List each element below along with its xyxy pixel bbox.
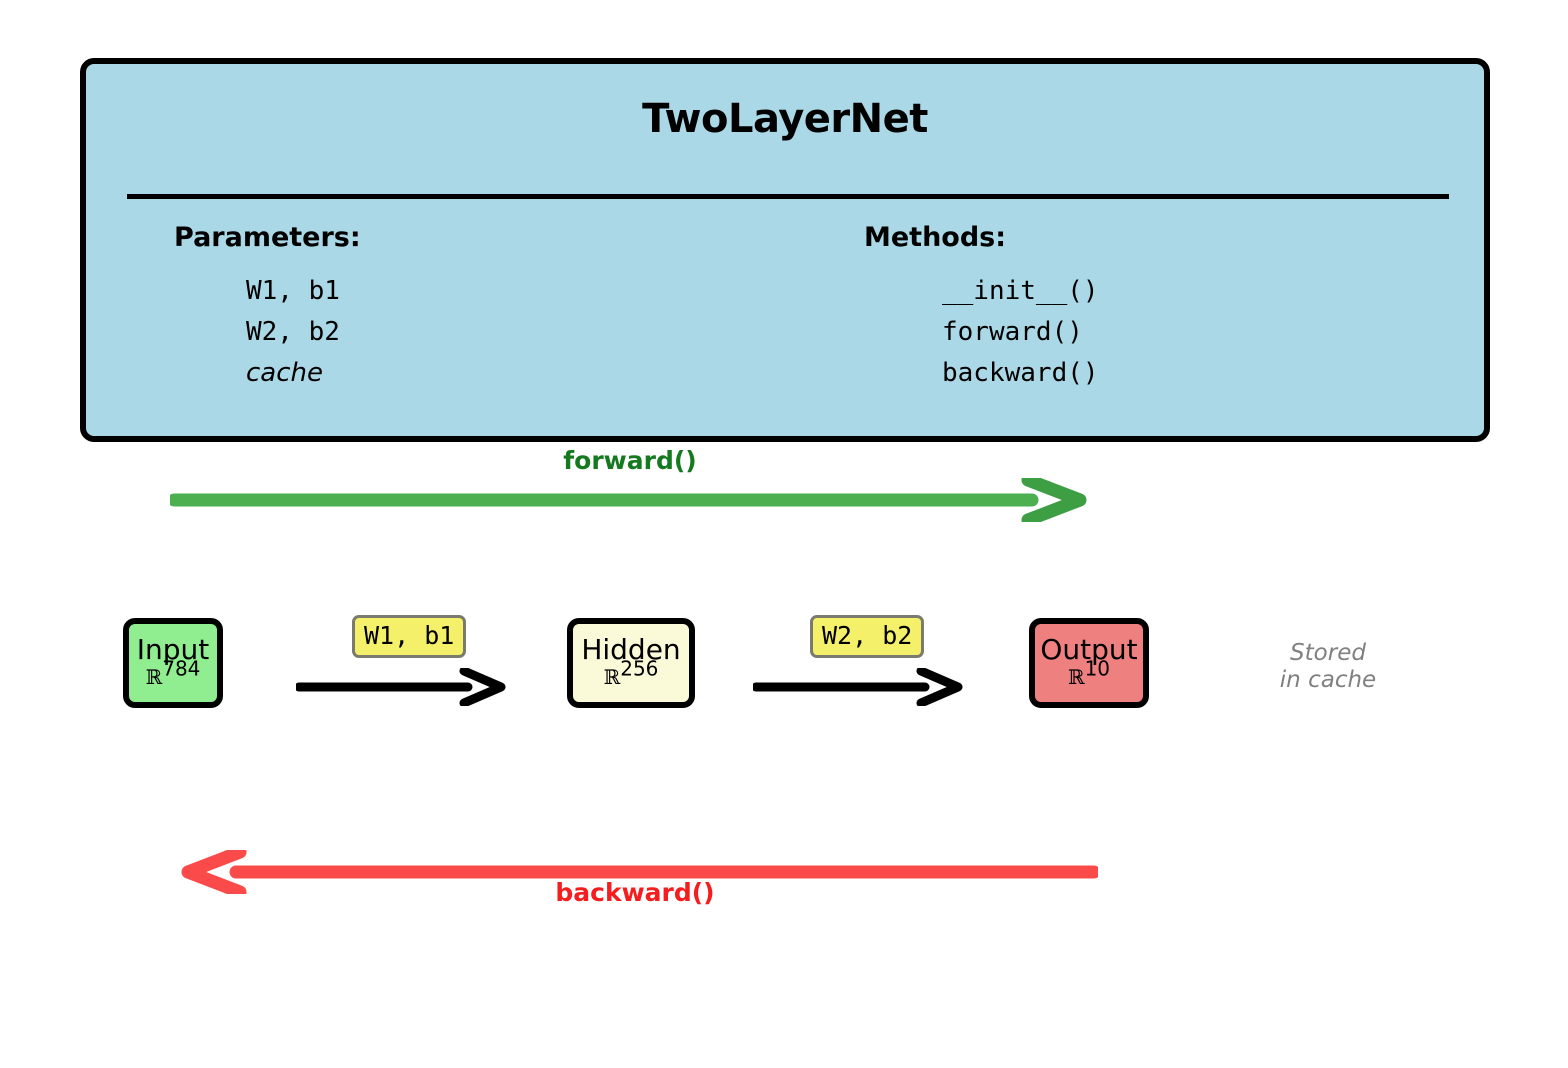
node-output-dim-value: 10 (1084, 657, 1111, 682)
forward-arrow-icon (170, 478, 1087, 522)
node-output[interactable]: Output ℝ10 (1029, 618, 1149, 708)
node-hidden-dim-value: 256 (620, 657, 659, 682)
cache-note-line1: Stored (1290, 640, 1366, 666)
cache-note: Stored in cache (1268, 640, 1388, 694)
parameter-item: cache (246, 358, 323, 389)
node-input-dimension: ℝ784 (145, 659, 201, 690)
parameter-item: W1, b1 (246, 276, 340, 306)
weight-badge-w1[interactable]: W1, b1 (352, 615, 467, 658)
methods-list: __init__() forward() backward() (864, 271, 1099, 394)
forward-flow-label: forward() (563, 446, 697, 475)
node-hidden[interactable]: Hidden ℝ256 (567, 618, 695, 708)
parameters-section: Parameters: W1, b1 W2, b2 cache (174, 222, 361, 394)
class-box: TwoLayerNet Parameters: W1, b1 W2, b2 ca… (80, 58, 1490, 442)
node-output-label: Output (1040, 633, 1138, 667)
methods-section: Methods: __init__() forward() backward() (864, 222, 1099, 394)
method-item: __init__() (942, 276, 1099, 306)
method-item: forward() (942, 317, 1083, 348)
parameters-list: W1, b1 W2, b2 cache (174, 271, 361, 394)
node-hidden-dimension: ℝ256 (603, 659, 659, 690)
node-input[interactable]: Input ℝ784 (123, 618, 223, 708)
class-divider (127, 194, 1449, 199)
connector-arrow-input-to-hidden (296, 668, 506, 706)
real-set-symbol: ℝ (603, 665, 621, 690)
class-title: TwoLayerNet (642, 96, 928, 142)
real-set-symbol: ℝ (145, 665, 163, 690)
node-output-dimension: ℝ10 (1067, 659, 1110, 690)
weight-badge-w2[interactable]: W2, b2 (810, 615, 925, 658)
parameters-heading: Parameters: (174, 222, 361, 253)
cache-note-line2: in cache (1279, 667, 1377, 694)
connector-arrow-hidden-to-output (753, 668, 963, 706)
node-hidden-label: Hidden (581, 633, 681, 667)
backward-flow-label: backward() (555, 878, 715, 907)
node-input-label: Input (136, 633, 210, 667)
parameter-item: W2, b2 (246, 317, 340, 348)
real-set-symbol: ℝ (1067, 665, 1085, 690)
node-input-dim-value: 784 (162, 657, 201, 682)
methods-heading: Methods: (864, 222, 1007, 253)
backward-arrow-icon (181, 850, 1098, 894)
method-item: backward() (942, 358, 1099, 389)
